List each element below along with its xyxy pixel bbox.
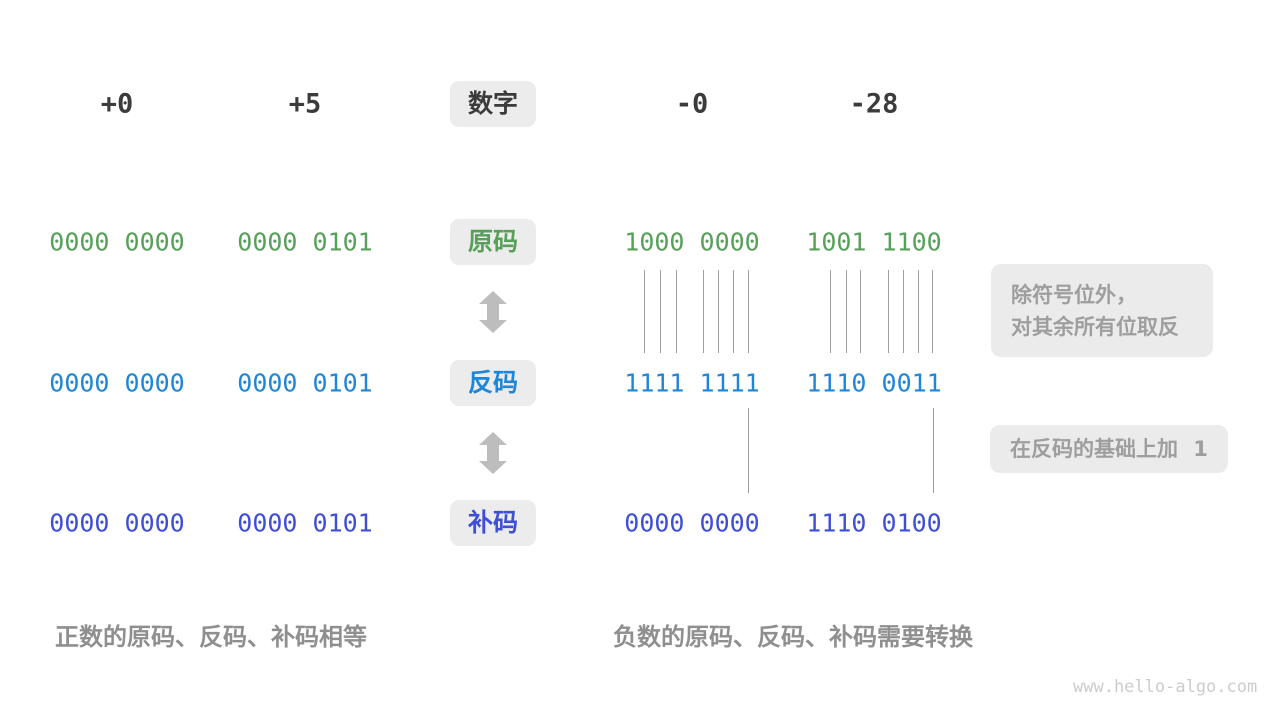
- note-invert-line1: 除符号位外，: [1011, 283, 1137, 307]
- up-down-arrow-icon: [479, 291, 507, 333]
- ones-complement-minus-0: 1111 1111: [624, 368, 760, 398]
- twos-complement-minus-0: 0000 0000: [624, 508, 760, 538]
- note-invert-line2: 对其余所有位取反: [1011, 315, 1179, 339]
- bit-connector-line: [676, 270, 677, 353]
- bit-connector-line: [860, 270, 861, 353]
- twos-complement-plus-5: 0000 0101: [237, 508, 373, 538]
- caption-positive-numbers: 正数的原码、反码、补码相等: [55, 623, 367, 651]
- badge-twos-complement: 补码: [449, 500, 537, 546]
- bit-connector-line: [888, 270, 889, 353]
- sign-magnitude-plus-0: 0000 0000: [49, 227, 185, 257]
- bit-connector-line: [644, 270, 645, 353]
- bit-connector-line: [718, 270, 719, 353]
- ones-complement-minus-28: 1110 0011: [806, 368, 942, 398]
- badge-number: 数字: [449, 81, 537, 127]
- bit-connector-line: [846, 270, 847, 353]
- twos-complement-plus-0: 0000 0000: [49, 508, 185, 538]
- badge-sign-magnitude: 原码: [449, 219, 537, 265]
- sign-magnitude-minus-0: 1000 0000: [624, 227, 760, 257]
- ones-complement-plus-0: 0000 0000: [49, 368, 185, 398]
- header-value-plus-0: +0: [100, 88, 134, 120]
- caption-negative-numbers: 负数的原码、反码、补码需要转换: [613, 623, 973, 651]
- header-value-minus-28: -28: [849, 88, 899, 120]
- up-down-arrow-icon: [479, 432, 507, 474]
- header-value-plus-5: +5: [288, 88, 322, 120]
- header-value-minus-0: -0: [675, 88, 709, 120]
- ones-complement-plus-5: 0000 0101: [237, 368, 373, 398]
- badge-ones-complement: 反码: [449, 360, 537, 406]
- watermark-url: www.hello-algo.com: [1073, 677, 1258, 697]
- sign-magnitude-minus-28: 1001 1100: [806, 227, 942, 257]
- bit-connector-line: [748, 270, 749, 353]
- twos-complement-minus-28: 1110 0100: [806, 508, 942, 538]
- bit-connector-line: [830, 270, 831, 353]
- bit-connector-line: [932, 270, 933, 353]
- bit-connector-line: [748, 408, 749, 493]
- bit-connector-line: [703, 270, 704, 353]
- note-invert-bits: 除符号位外， 对其余所有位取反: [991, 264, 1213, 357]
- bit-connector-line: [933, 408, 934, 493]
- bit-connector-line: [903, 270, 904, 353]
- bit-connector-line: [660, 270, 661, 353]
- bit-connector-line: [918, 270, 919, 353]
- sign-magnitude-plus-5: 0000 0101: [237, 227, 373, 257]
- note-add-one: 在反码的基础上加 1: [990, 425, 1228, 473]
- bit-connector-line: [733, 270, 734, 353]
